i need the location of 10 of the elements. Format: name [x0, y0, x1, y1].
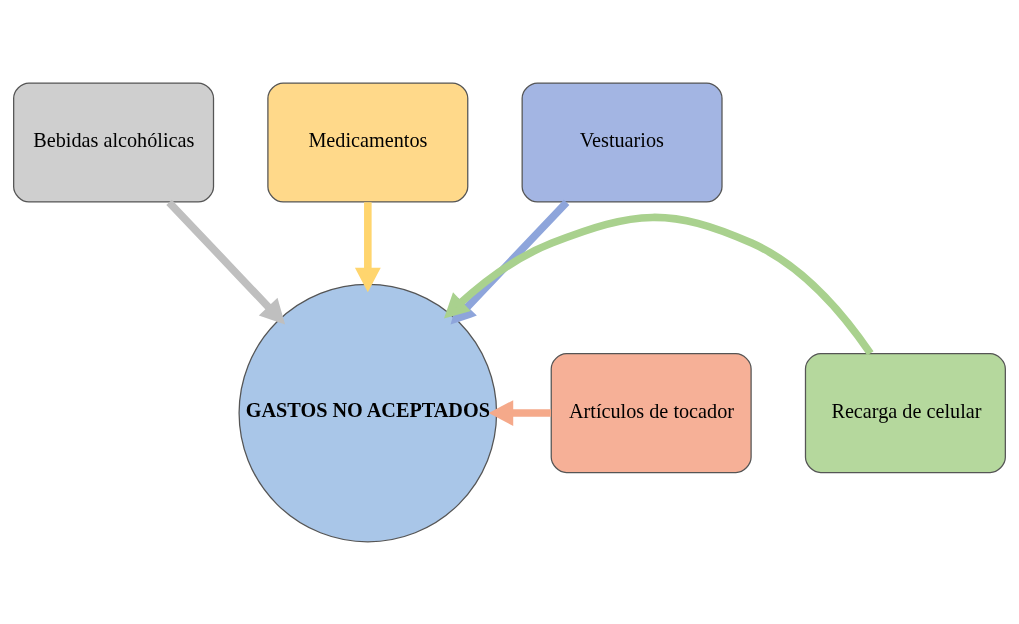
- arrow: [443, 213, 874, 356]
- node-box: Medicamentos: [267, 81, 469, 203]
- arrow: [354, 201, 381, 292]
- node-box: Artículos de tocador: [550, 352, 752, 473]
- arrow: [488, 399, 552, 426]
- node-circle: GASTOS NO ACEPTADOS: [238, 283, 498, 542]
- node-box: Vestuarios: [521, 81, 723, 203]
- arrow: [166, 199, 286, 325]
- node-box: Bebidas alcohólicas: [13, 81, 215, 203]
- node-box: Recarga de celular: [804, 352, 1006, 473]
